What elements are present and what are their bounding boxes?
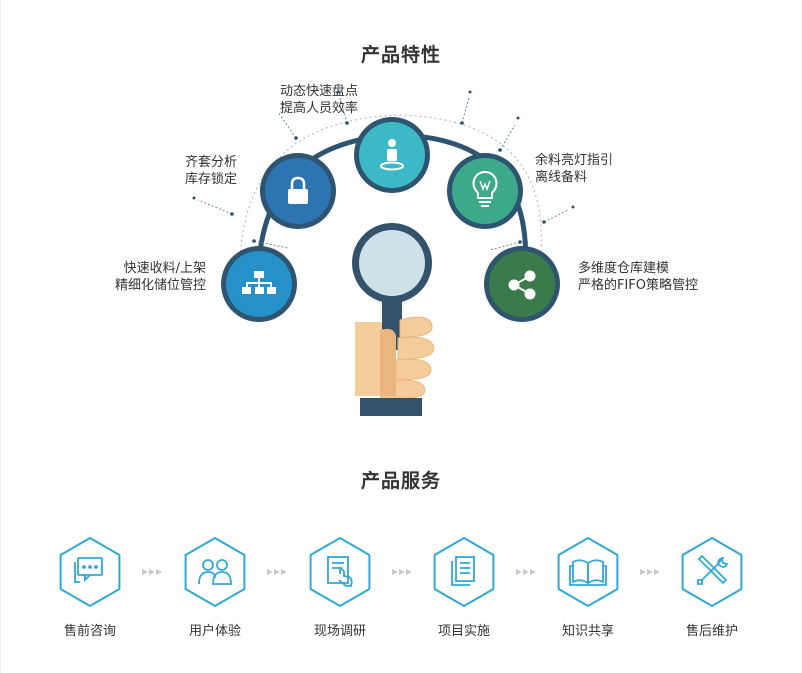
feature-arc-dashed: [239, 114, 542, 263]
feature-4-line1: 余料亮灯指引: [535, 153, 614, 168]
hand: [355, 316, 435, 399]
service-5-hexagon: [557, 537, 619, 607]
service-4-hexagon: [433, 537, 495, 607]
share-icon: [508, 270, 536, 300]
feature-node-2: [260, 153, 336, 229]
magnifier-illustration: [352, 223, 435, 416]
lightbulb-icon: [472, 170, 498, 207]
service-2-label: 用户体验: [188, 624, 241, 639]
feature-node-5: [484, 246, 560, 322]
feature-label-4: 余料亮灯指引 离线备料: [535, 152, 613, 186]
feature-3-line2: 提高人员效率: [280, 101, 359, 116]
features-diagram: [192, 90, 575, 416]
arrow-3: [392, 569, 412, 575]
feature-label-3: 动态快速盘点 提高人员效率: [280, 83, 358, 117]
documents-icon: [451, 556, 475, 586]
radial-ticks: [197, 97, 569, 251]
users-icon: [198, 559, 232, 585]
feature-node-4: [447, 153, 523, 229]
feature-5-line1: 多维度仓库建模: [578, 261, 670, 276]
service-6-label: 售后维护: [685, 624, 738, 639]
sleeve: [360, 398, 422, 416]
frame-left-border: [0, 0, 1, 673]
feature-3-line1: 动态快速盘点: [280, 84, 359, 99]
feature-2-line2: 库存锁定: [185, 172, 238, 187]
feature-1-line1: 快速收料/上架: [123, 261, 206, 276]
service-3-label: 现场调研: [313, 624, 366, 639]
tick-dots: [192, 90, 575, 244]
person-pin-icon: [380, 139, 404, 171]
arrow-4: [516, 569, 536, 575]
feature-node-1: [221, 246, 297, 322]
feature-label-5: 多维度仓库建模 严格的FIFO策略管控: [578, 260, 698, 294]
tools-icon: [697, 554, 729, 585]
book-icon: [569, 559, 607, 586]
feature-label-2: 齐套分析 库存锁定: [185, 154, 237, 188]
feature-node-3: [354, 117, 430, 193]
arrow-2: [267, 569, 287, 575]
service-3-hexagon: [309, 537, 371, 607]
feature-4-line2: 离线备料: [535, 170, 588, 185]
feature-1-line2: 精细化储位管控: [114, 278, 206, 293]
lock-icon: [288, 176, 308, 204]
service-4-label: 项目实施: [437, 624, 490, 639]
feature-5-line2: 严格的FIFO策略管控: [578, 278, 699, 293]
arrow-5: [640, 569, 660, 575]
services-row: [59, 537, 743, 607]
service-arrows: [142, 569, 660, 575]
service-1-label: 售前咨询: [63, 624, 116, 639]
service-1-hexagon: [59, 537, 121, 607]
sitemap-icon: [242, 271, 276, 294]
touch-document-icon: [327, 556, 353, 587]
service-6-hexagon: [681, 537, 743, 607]
feature-label-1: 快速收料/上架 精细化储位管控: [96, 260, 206, 294]
feature-2-line1: 齐套分析: [185, 155, 238, 170]
arrow-1: [142, 569, 162, 575]
magnifier-lens: [359, 230, 425, 296]
service-5-label: 知识共享: [561, 624, 614, 639]
service-2-hexagon: [184, 537, 246, 607]
chat-icon: [74, 557, 103, 583]
services-title: 产品服务: [360, 470, 441, 492]
features-title: 产品特性: [360, 44, 441, 66]
